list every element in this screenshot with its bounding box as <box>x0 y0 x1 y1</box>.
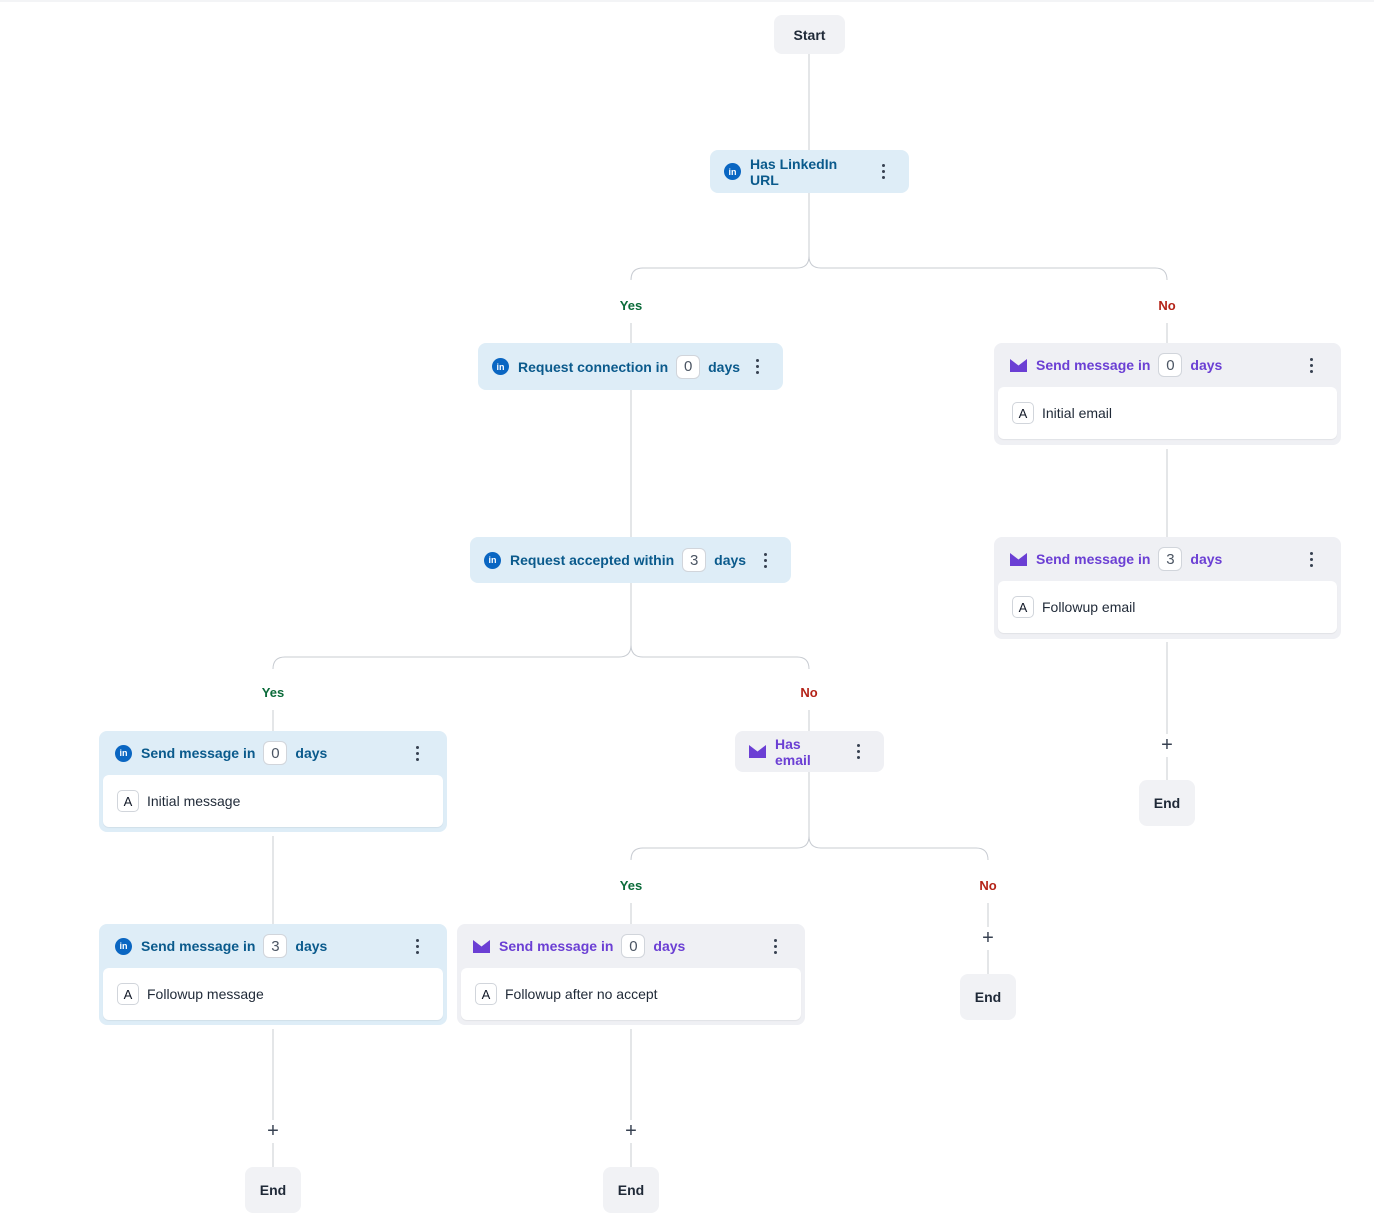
add-step-button[interactable]: + <box>265 1120 281 1142</box>
more-options-icon[interactable] <box>745 355 769 379</box>
send-followup-email-step[interactable]: Send message in 3 days A Followup email <box>994 537 1341 639</box>
delay-days-input[interactable]: 3 <box>1158 547 1183 571</box>
message-template[interactable]: A Followup after no accept <box>461 968 801 1020</box>
more-options-icon[interactable] <box>405 741 429 765</box>
template-variant-badge: A <box>1012 402 1034 424</box>
request-accepted-condition[interactable]: in Request accepted within 3 days <box>470 537 791 583</box>
more-options-icon[interactable] <box>872 160 895 184</box>
branch-yes-label: Yes <box>259 685 287 700</box>
message-template[interactable]: A Initial email <box>998 387 1337 439</box>
email-icon <box>1010 551 1027 568</box>
end-node: End <box>1139 780 1195 826</box>
condition-label: Request accepted within <box>510 552 675 568</box>
step-label: Send message in <box>141 938 256 954</box>
more-options-icon[interactable] <box>753 548 777 572</box>
add-step-button[interactable]: + <box>1159 734 1175 756</box>
message-template[interactable]: A Followup message <box>103 968 443 1020</box>
top-border <box>0 0 1374 2</box>
message-template[interactable]: A Followup email <box>998 581 1337 633</box>
start-label: Start <box>793 26 826 43</box>
branch-no-label: No <box>798 685 820 700</box>
branch-yes-label: Yes <box>617 878 645 893</box>
more-options-icon[interactable] <box>1299 353 1323 377</box>
condition-label: Has LinkedIn URL <box>750 155 838 188</box>
end-label: End <box>617 1182 645 1198</box>
days-unit: days <box>1190 357 1223 373</box>
branch-no-label: No <box>977 878 999 893</box>
end-node: End <box>603 1167 659 1213</box>
linkedin-icon: in <box>115 744 132 762</box>
days-unit: days <box>714 552 747 568</box>
template-variant-badge: A <box>475 983 497 1005</box>
days-unit: days <box>708 358 741 375</box>
request-connection-step[interactable]: in Request connection in 0 days <box>478 343 783 390</box>
message-template[interactable]: A Initial message <box>103 775 443 827</box>
template-name: Initial message <box>147 793 241 809</box>
template-name: Followup after no accept <box>505 986 658 1002</box>
template-name: Followup message <box>147 986 264 1002</box>
linkedin-icon: in <box>115 937 132 955</box>
branch-no-label: No <box>1156 298 1178 313</box>
start-node[interactable]: Start <box>774 15 845 54</box>
days-unit: days <box>1190 551 1223 567</box>
days-unit: days <box>295 745 328 761</box>
delay-days-input[interactable]: 3 <box>263 934 288 958</box>
more-options-icon[interactable] <box>763 934 787 958</box>
end-node: End <box>245 1167 301 1213</box>
days-unit: days <box>653 938 686 954</box>
delay-days-input[interactable]: 0 <box>676 354 701 379</box>
send-no-accept-email-step[interactable]: Send message in 0 days A Followup after … <box>457 924 805 1025</box>
email-icon <box>473 938 490 955</box>
linkedin-icon: in <box>492 358 509 375</box>
step-label: Request connection in <box>518 358 669 375</box>
delay-days-input[interactable]: 0 <box>621 934 646 958</box>
end-label: End <box>259 1182 287 1198</box>
end-node: End <box>960 974 1016 1020</box>
step-label: Send message in <box>1036 551 1151 567</box>
end-label: End <box>974 989 1002 1005</box>
email-icon <box>749 743 766 760</box>
add-step-button[interactable]: + <box>980 927 996 949</box>
delay-days-input[interactable]: 0 <box>1158 353 1183 377</box>
branch-yes-label: Yes <box>617 298 645 313</box>
delay-days-input[interactable]: 3 <box>682 548 707 572</box>
add-step-button[interactable]: + <box>623 1120 639 1142</box>
days-unit: days <box>295 938 328 954</box>
linkedin-icon: in <box>724 163 741 180</box>
step-label: Send message in <box>141 745 256 761</box>
more-options-icon[interactable] <box>847 740 870 764</box>
has-linkedin-url-condition[interactable]: in Has LinkedIn URL <box>710 150 909 193</box>
template-variant-badge: A <box>117 790 139 812</box>
has-email-condition[interactable]: Has email <box>735 731 884 772</box>
email-icon <box>1010 357 1027 374</box>
send-followup-linkedin-message-step[interactable]: in Send message in 3 days A Followup mes… <box>99 924 447 1025</box>
step-label: Send message in <box>499 938 614 954</box>
send-initial-linkedin-message-step[interactable]: in Send message in 0 days A Initial mess… <box>99 731 447 832</box>
send-initial-email-step[interactable]: Send message in 0 days A Initial email <box>994 343 1341 445</box>
step-label: Send message in <box>1036 357 1151 373</box>
template-variant-badge: A <box>1012 596 1034 618</box>
more-options-icon[interactable] <box>405 934 429 958</box>
more-options-icon[interactable] <box>1299 547 1323 571</box>
template-variant-badge: A <box>117 983 139 1005</box>
delay-days-input[interactable]: 0 <box>263 741 288 765</box>
end-label: End <box>1153 795 1181 811</box>
condition-label: Has email <box>775 735 811 768</box>
template-name: Followup email <box>1042 599 1136 615</box>
template-name: Initial email <box>1042 405 1113 421</box>
linkedin-icon: in <box>484 551 501 569</box>
